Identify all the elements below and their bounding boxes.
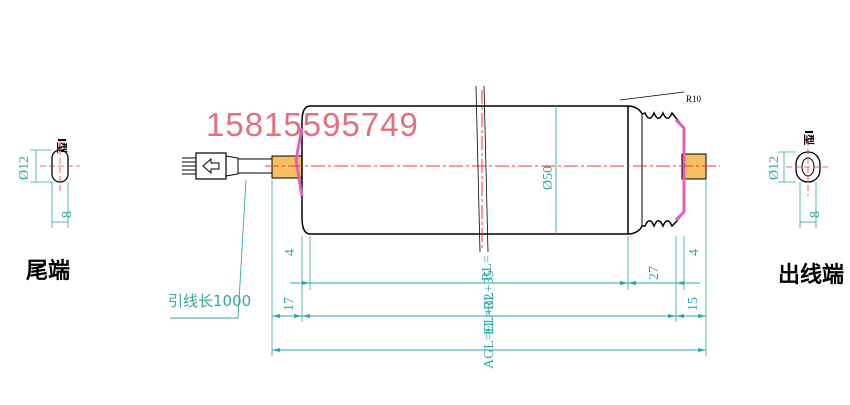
left-end-title: 尾端	[26, 259, 70, 284]
left-end-cap	[294, 127, 304, 197]
right-diameter-label: Ø12	[767, 156, 782, 180]
tube-main-body	[301, 105, 629, 235]
rl-label: RL=	[480, 255, 495, 281]
right-shaft-label: 15	[686, 297, 701, 311]
groove-section	[627, 105, 685, 235]
phone-watermark: 15815595749	[206, 106, 419, 143]
left-end-type-label: I型	[55, 138, 69, 153]
plug-neck	[225, 155, 239, 177]
right-end-title: 出线端	[778, 262, 844, 288]
right-offset-label: 4	[687, 249, 702, 256]
left-diameter-label: Ø12	[17, 156, 32, 180]
groove-length-label: 27	[647, 266, 662, 280]
roller-tube: R10	[294, 91, 702, 235]
plug-body	[195, 152, 227, 180]
left-shaft-label: 17	[282, 297, 297, 311]
right-end-type-label: I型	[802, 130, 816, 145]
dimension-lines	[272, 282, 706, 351]
break-line-a	[475, 85, 481, 253]
left-end-profile: I型 Ø12 8 尾端	[17, 138, 80, 284]
left-offset-label: 4	[283, 249, 298, 256]
plug-arrow-icon	[202, 157, 220, 175]
lead-wire-leader	[170, 179, 247, 319]
right-end-cap	[674, 118, 686, 222]
tube-diameter-label: Ø50	[541, 166, 556, 190]
agl-label: AGL=EL+32	[482, 293, 497, 369]
lead-wire-label: 引线长1000	[168, 292, 251, 310]
right-width-label: 8	[808, 211, 823, 218]
dimension-arrows	[272, 281, 706, 352]
break-line-b	[483, 85, 489, 253]
left-width-label: 8	[60, 211, 75, 218]
extension-lines	[271, 180, 707, 356]
connector-assembly	[182, 152, 272, 180]
el-label: EL=RL+35	[482, 270, 497, 335]
right-end-profile: I型 Ø12 8 出线端	[767, 130, 844, 288]
groove-radius-label: R10	[686, 94, 702, 104]
